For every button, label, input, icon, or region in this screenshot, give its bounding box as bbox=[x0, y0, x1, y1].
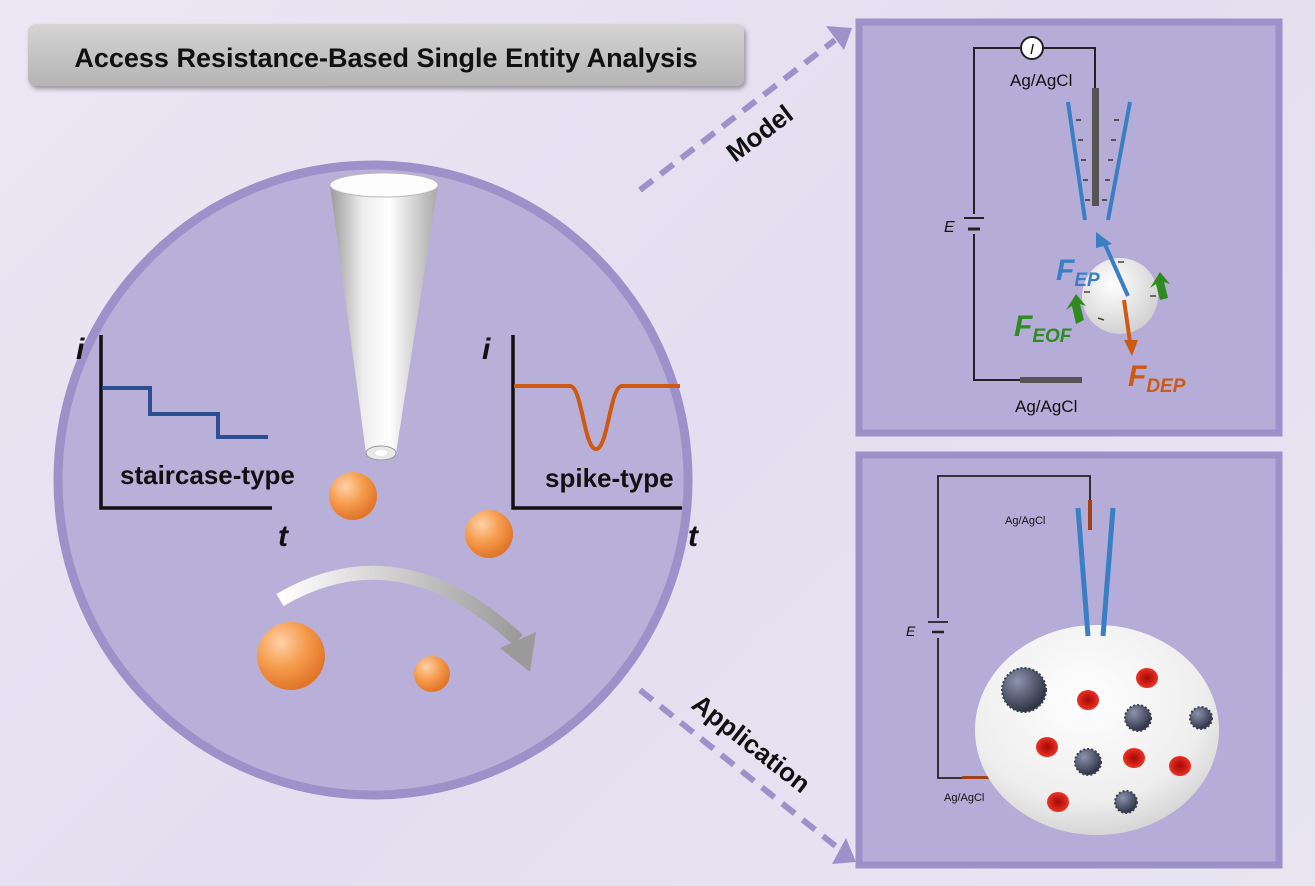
application-top-electrode bbox=[1088, 500, 1092, 530]
dark-cell bbox=[1124, 704, 1152, 732]
sweep-arrow bbox=[276, 565, 536, 672]
application-bottom-electrode-label: Ag/AgCl bbox=[944, 792, 984, 804]
dark-cell bbox=[1001, 667, 1047, 713]
staircase-x-axis-label: t bbox=[278, 520, 290, 553]
force-dep-label: FDEP bbox=[1128, 360, 1186, 397]
model-panel: I E Ag/AgCl Ag/AgCl bbox=[855, 18, 1283, 437]
red-cell bbox=[1077, 690, 1099, 710]
model-particle bbox=[1082, 258, 1158, 334]
page-title: Access Resistance-Based Single Entity An… bbox=[74, 43, 697, 73]
spike-x-axis-label: t bbox=[688, 520, 700, 553]
particle bbox=[465, 510, 513, 558]
application-top-electrode-label: Ag/AgCl bbox=[1005, 515, 1045, 527]
red-cell bbox=[1036, 737, 1058, 757]
meter-symbol: I bbox=[1030, 41, 1034, 58]
dark-cell bbox=[1189, 706, 1213, 730]
ammeter-icon bbox=[1020, 36, 1044, 60]
particle-large bbox=[257, 622, 325, 690]
red-cell bbox=[1047, 792, 1069, 812]
application-panel: E Ag/AgCl Ag/AgCl bbox=[855, 451, 1283, 869]
staircase-graph: i t staircase-type bbox=[76, 333, 295, 553]
top-electrode bbox=[1092, 88, 1099, 206]
spike-graph: i t spike-type bbox=[482, 333, 700, 553]
eof-arrow-icon bbox=[1066, 294, 1086, 324]
title-banner: Access Resistance-Based Single Entity An… bbox=[28, 24, 744, 86]
application-voltage-label: E bbox=[906, 623, 916, 639]
application-arrow: Application bbox=[638, 687, 856, 864]
eof-arrow-icon bbox=[1150, 272, 1170, 300]
model-bottom-electrode-label: Ag/AgCl bbox=[1015, 397, 1077, 416]
red-cell bbox=[1123, 748, 1145, 768]
red-cell bbox=[1136, 668, 1158, 688]
particle bbox=[329, 472, 377, 520]
force-eof-label: FEOF bbox=[1014, 310, 1073, 347]
bottom-electrode bbox=[1020, 377, 1082, 383]
staircase-y-axis-label: i bbox=[76, 333, 85, 366]
spike-y-axis-label: i bbox=[482, 333, 491, 366]
nanopipette-cone bbox=[329, 172, 439, 461]
particles bbox=[257, 472, 513, 692]
dark-cell bbox=[1074, 748, 1102, 776]
application-bottom-electrode bbox=[962, 776, 1000, 779]
model-voltage-label: E bbox=[944, 219, 955, 236]
staircase-type-label: staircase-type bbox=[120, 460, 295, 490]
force-ep-label: FEP bbox=[1056, 254, 1100, 291]
dark-cell bbox=[1114, 790, 1138, 814]
red-cell bbox=[1169, 756, 1191, 776]
sample-dish bbox=[975, 625, 1219, 835]
model-top-electrode-label: Ag/AgCl bbox=[1010, 71, 1072, 90]
spike-type-label: spike-type bbox=[545, 463, 674, 493]
model-label: Model bbox=[721, 99, 799, 168]
particle-small bbox=[414, 656, 450, 692]
